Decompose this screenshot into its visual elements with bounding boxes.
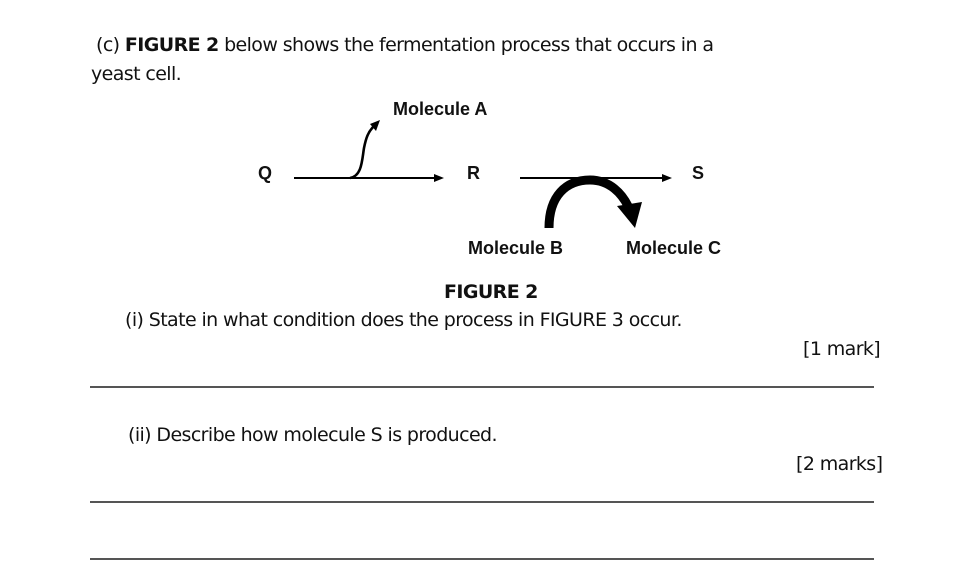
label-s: S <box>692 163 705 183</box>
part-ii-question: (ii) Describe how molecule S is produced… <box>128 424 498 446</box>
part-i-question: (i) State in what condition does the pro… <box>125 309 682 331</box>
part-i-marks: [1 mark] <box>803 338 881 360</box>
question-intro-line1: (c) FIGURE 2 below shows the fermentatio… <box>96 34 714 56</box>
part-ii-answer-line-2[interactable] <box>90 558 874 560</box>
question-intro-line2: yeast cell. <box>91 63 182 85</box>
part-ii-answer-line-1[interactable] <box>90 501 874 503</box>
arrow-to-molecule-a <box>349 120 380 180</box>
label-q: Q <box>258 163 273 183</box>
part-i-answer-line[interactable] <box>90 386 874 388</box>
figure-caption: FIGURE 2 <box>444 281 538 303</box>
label-molecule-b: Molecule B <box>468 238 564 258</box>
label-molecule-c: Molecule C <box>626 238 722 258</box>
curved-arrow-b-to-c <box>544 175 642 229</box>
part-ii-marks: [2 marks] <box>796 453 883 475</box>
figure-reference: FIGURE 2 <box>124 34 219 56</box>
label-molecule-a: Molecule A <box>393 99 488 119</box>
question-label: (c) <box>96 34 125 56</box>
label-r: R <box>467 163 480 183</box>
question-intro-text: below shows the fermentation process tha… <box>218 34 714 56</box>
arrow-q-to-r <box>294 174 444 182</box>
